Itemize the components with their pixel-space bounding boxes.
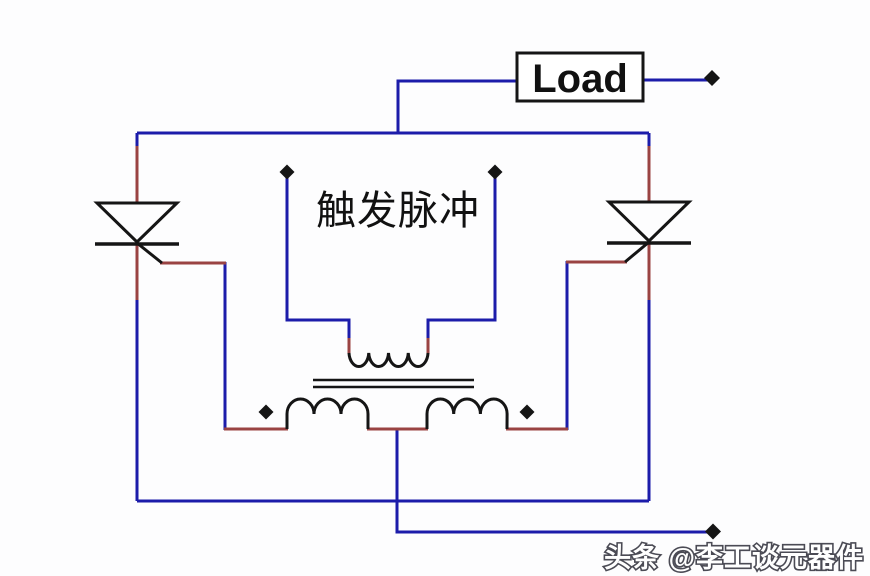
secondary-polarity-right-dot [519, 404, 535, 420]
thyristor-right [605, 200, 693, 264]
wire-trigger-left [285, 177, 351, 340]
watermark: 头条 @李工谈元器件 [604, 543, 864, 573]
trigger-terminal-left-dot [279, 164, 295, 180]
secondary-polarity-left-dot [258, 404, 274, 420]
thyristor-left [93, 201, 181, 265]
wire-trigger-right [426, 177, 497, 340]
trigger-terminal-right-dot [487, 164, 503, 180]
transformer-secondary-winding-right [425, 397, 509, 430]
red-wires [135, 146, 651, 431]
output-terminal-bottom-dot [705, 523, 721, 540]
thyristor-left-triangle [93, 201, 181, 245]
thyristor-right-gate-lead [624, 240, 650, 264]
trigger-pulse-label: 触发脉冲 [316, 189, 480, 233]
load-box [515, 51, 645, 103]
wire-center-tap-to-terminal [395, 429, 710, 534]
wire-load-left-lead [396, 79, 517, 133]
load-label: Load [532, 57, 628, 101]
thyristor-right-triangle [605, 200, 693, 244]
terminal-dots [258, 70, 721, 540]
transformer-primary-winding [347, 352, 430, 368]
thyristor-left-gate-lead [136, 241, 163, 265]
transformer-secondary-winding-left [285, 397, 370, 429]
pulse-transformer [285, 352, 509, 430]
load-component: Load [515, 51, 645, 103]
output-terminal-top-dot [704, 70, 720, 86]
blue-wires [135, 78, 710, 534]
